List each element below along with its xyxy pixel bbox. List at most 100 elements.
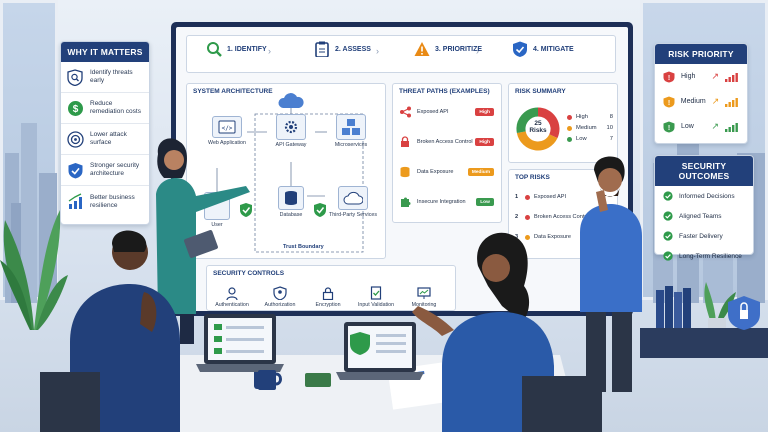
step-label: 3. PRIORITIZE bbox=[435, 45, 483, 53]
threat-path-item: Data Exposure Medium bbox=[399, 166, 494, 178]
why-item-2: Lower attack surface bbox=[61, 124, 149, 155]
lock-icon bbox=[401, 136, 409, 147]
top-risk-dot-icon bbox=[525, 194, 530, 200]
top-risk-dot-icon bbox=[525, 214, 530, 220]
monitor-icon bbox=[417, 287, 431, 299]
step-label: 4. MITIGATE bbox=[533, 45, 574, 53]
step-arrow-icon: › bbox=[268, 46, 271, 56]
why-item-1: $ Reduce remediation costs bbox=[61, 93, 149, 124]
legend-value: 10 bbox=[606, 125, 613, 131]
control-item: Authorization bbox=[255, 286, 305, 308]
svg-text:$: $ bbox=[73, 104, 79, 115]
control-label: Encryption bbox=[315, 302, 341, 308]
threat-path-label: Data Exposure bbox=[417, 169, 454, 175]
threat-level-badge: Medium bbox=[467, 168, 494, 176]
outcome-item: Aligned Teams bbox=[655, 206, 753, 226]
risk-summary-donut bbox=[516, 107, 560, 151]
priority-row-low: ! Low ↗ bbox=[655, 114, 747, 139]
node-third-party-label: Third-Party Services bbox=[329, 212, 377, 218]
security-outcomes-list: Informed Decisions Aligned Teams Faster … bbox=[655, 186, 753, 266]
shield-check-small-icon-2 bbox=[314, 203, 326, 217]
top-risk-label: Data Exposure bbox=[534, 234, 572, 240]
threat-paths-title: THREAT PATHS (EXAMPLES) bbox=[399, 88, 490, 95]
why-it-matters-card: WHY IT MATTERS Identify threats early $ … bbox=[60, 41, 150, 225]
donut-slice-high bbox=[537, 107, 560, 139]
control-label: Input Validation bbox=[357, 302, 395, 308]
dollar-coin-icon: $ bbox=[68, 100, 83, 116]
priority-bars-icon bbox=[725, 72, 738, 82]
outcome-label: Informed Decisions bbox=[679, 192, 735, 200]
risk-priority-title: RISK PRIORITY bbox=[655, 44, 747, 64]
cloud-icon bbox=[278, 93, 304, 108]
svg-text:!: ! bbox=[668, 100, 670, 107]
priority-bars-icon bbox=[725, 97, 739, 107]
plant-left-icon bbox=[0, 210, 68, 330]
outcome-label: Long-Term Resilience bbox=[679, 252, 742, 260]
top-risk-rank: 2 bbox=[515, 214, 519, 220]
threat-level-badge: High bbox=[475, 138, 494, 146]
legend-dot-icon bbox=[567, 125, 572, 131]
security-outcomes-title: SECURITY OUTCOMES bbox=[655, 156, 753, 186]
node-microservices: Microservices bbox=[327, 114, 375, 148]
check-circle-icon bbox=[663, 191, 673, 201]
security-controls-panel: SECURITY CONTROLS Authentication Authori… bbox=[206, 265, 456, 311]
control-item: Input Validation bbox=[351, 286, 401, 308]
node-api-gateway: API Gateway bbox=[269, 114, 313, 148]
legend-label: High bbox=[576, 114, 588, 120]
priority-shield-icon: ! bbox=[663, 121, 675, 132]
outcome-item: Long-Term Resilience bbox=[655, 246, 753, 266]
database-cylinder-icon bbox=[285, 191, 297, 205]
trend-arrow-icon: ↗ bbox=[711, 121, 719, 131]
target-icon bbox=[67, 130, 84, 148]
node-web-application-label: Web Application bbox=[208, 140, 246, 146]
trust-boundary-label: Trust Boundary bbox=[283, 244, 324, 250]
legend-label: Medium bbox=[576, 125, 597, 131]
legend-dot-icon bbox=[567, 136, 572, 142]
why-item-4: Better business resilience bbox=[61, 186, 149, 217]
priority-bars-icon bbox=[725, 122, 738, 132]
laptop-right bbox=[336, 322, 424, 380]
node-database: Database bbox=[269, 186, 313, 218]
security-outcomes-card: SECURITY OUTCOMES Informed Decisions Ali… bbox=[654, 155, 754, 261]
check-circle-icon bbox=[663, 211, 673, 221]
check-circle-icon bbox=[663, 231, 673, 241]
top-risk-rank: 1 bbox=[515, 194, 519, 200]
trend-arrow-icon: ↗ bbox=[711, 71, 719, 81]
system-architecture-title: SYSTEM ARCHITECTURE bbox=[193, 88, 273, 95]
node-web-application: </> Web Application bbox=[205, 116, 249, 146]
threat-path-item: Exposed API High bbox=[399, 106, 494, 118]
risk-summary-panel: RISK SUMMARY 25 Risks High 8 Medium 10 L… bbox=[508, 83, 618, 163]
top-risk-dot-icon bbox=[525, 234, 530, 240]
control-item: Monitoring bbox=[399, 286, 449, 308]
top-risk-label: Exposed API bbox=[534, 194, 567, 200]
svg-text:!: ! bbox=[668, 125, 670, 132]
why-item-3: Stronger security architecture bbox=[61, 155, 149, 186]
risk-legend-item: Low 7 bbox=[567, 136, 613, 142]
top-risk-label: Broken Access Control bbox=[534, 214, 591, 220]
priority-shield-icon: ! bbox=[663, 96, 675, 107]
outcome-label: Faster Delivery bbox=[679, 232, 723, 240]
shield-search-icon bbox=[67, 68, 83, 86]
threat-path-label: Broken Access Control bbox=[417, 139, 473, 145]
step-1: 1. IDENTIFY bbox=[206, 41, 267, 57]
coffee-mug-icon bbox=[258, 370, 282, 390]
step-label: 1. IDENTIFY bbox=[227, 45, 267, 53]
check-document-icon bbox=[370, 286, 382, 300]
priority-row-medium: ! Medium ↗ bbox=[655, 89, 747, 114]
risk-total-label: Risks bbox=[529, 127, 547, 134]
step-3: 3. PRIORITIZE bbox=[414, 41, 482, 57]
threat-path-label: Insecure Integration bbox=[417, 199, 466, 205]
security-controls-title: SECURITY CONTROLS bbox=[213, 270, 285, 277]
priority-label: Medium bbox=[680, 98, 706, 105]
control-label: Authentication bbox=[215, 302, 249, 308]
priority-label: High bbox=[681, 73, 696, 80]
node-microservices-label: Microservices bbox=[334, 142, 368, 148]
warning-icon bbox=[414, 42, 430, 56]
step-arrow-icon: › bbox=[376, 46, 379, 56]
check-circle-icon bbox=[663, 251, 673, 261]
threat-level-badge: High bbox=[475, 108, 494, 116]
priority-row-high: ! High ↗ bbox=[655, 64, 747, 89]
donut-slice-low bbox=[516, 107, 539, 134]
trend-arrow-icon: ↗ bbox=[711, 96, 720, 106]
control-item: Authentication bbox=[207, 286, 257, 308]
